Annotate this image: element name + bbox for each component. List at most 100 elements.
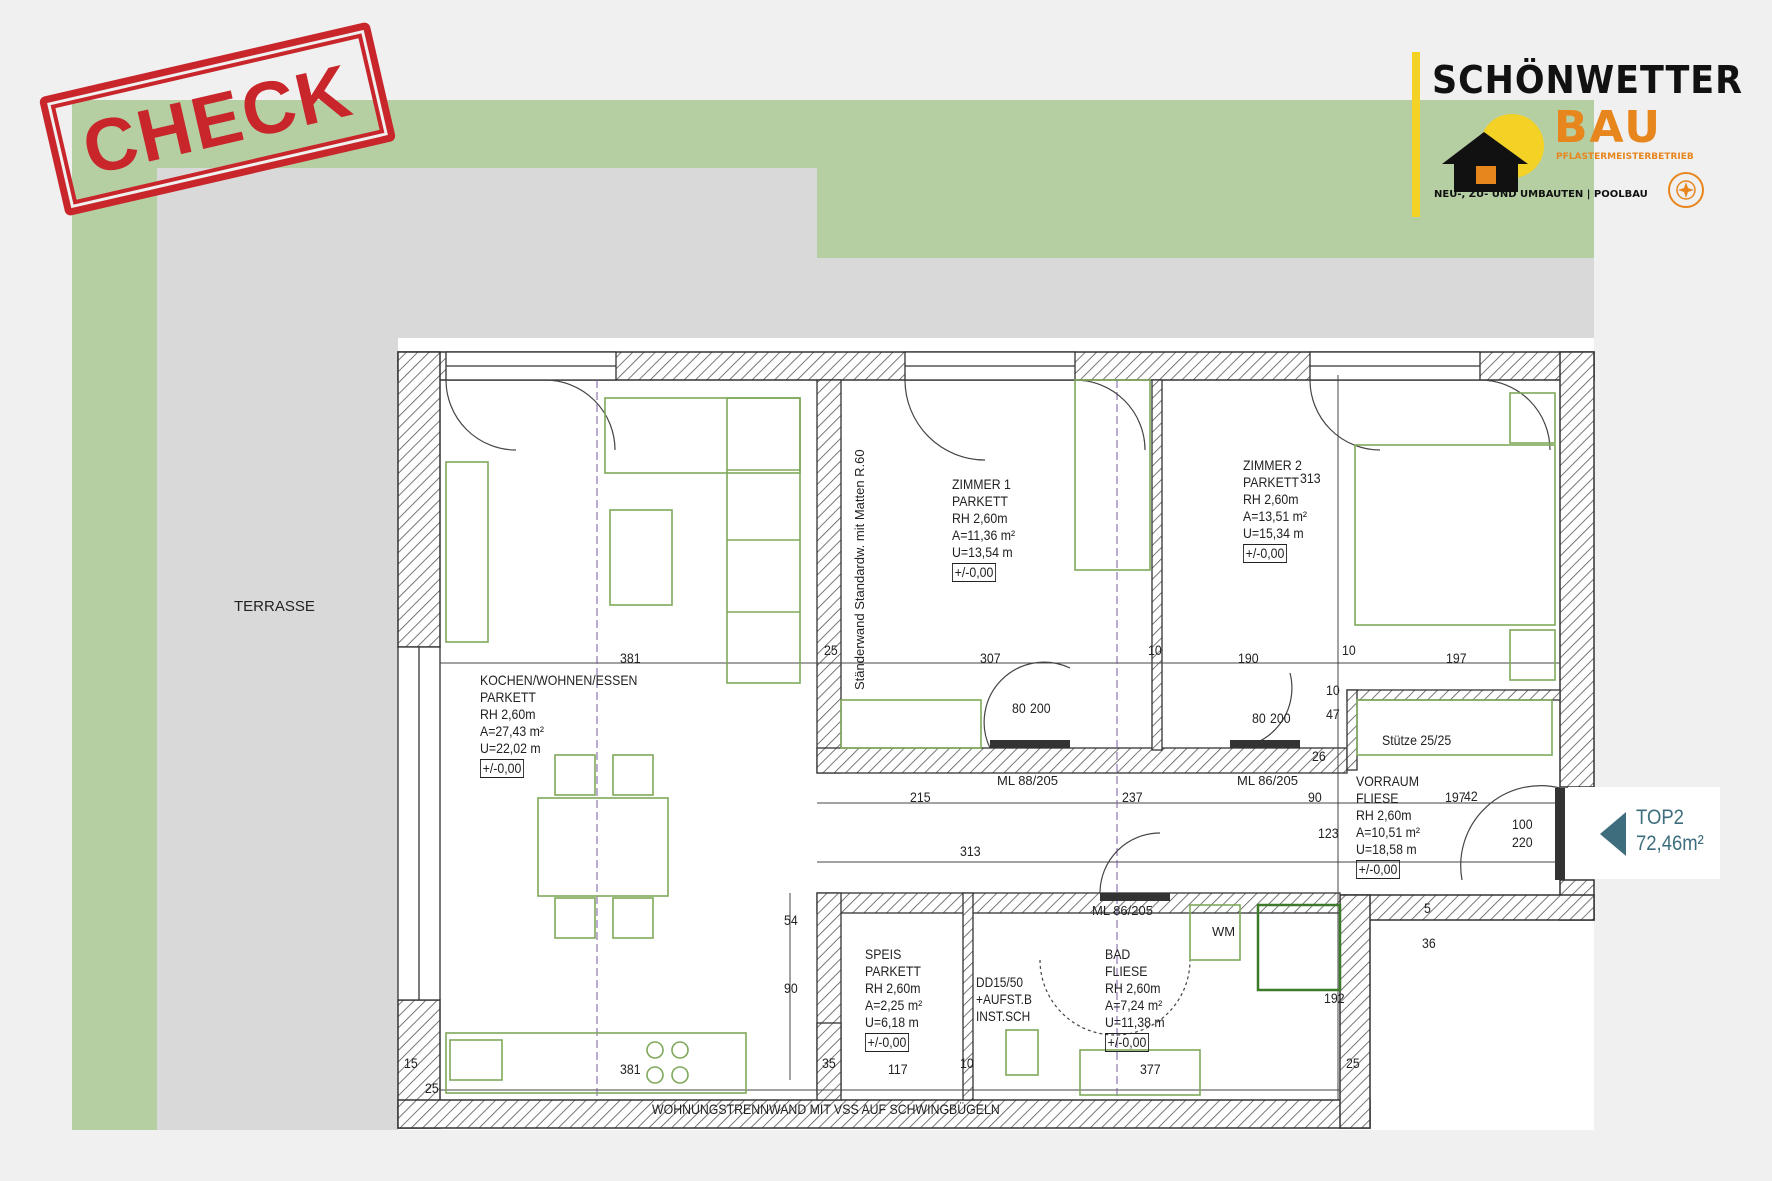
dimension-label: 25 — [1346, 1055, 1360, 1071]
terrace-label: TERRASSE — [234, 598, 315, 615]
house-sun-icon — [1434, 104, 1544, 194]
wall-note: WOHNUNGSTRENNWAND MIT VSS AUF SCHWINGBÜG… — [652, 1101, 1000, 1117]
dimension-label: 197 — [1445, 789, 1466, 805]
room-level: +/-0,00 — [480, 759, 524, 778]
dimension-label: 90 — [784, 980, 798, 996]
dimension-label: 25 — [425, 1080, 439, 1096]
room-line: A=10,51 m² — [1356, 824, 1421, 840]
dimension-label: 313 — [960, 843, 981, 859]
column-note: Stütze 25/25 — [1382, 732, 1452, 748]
room-line: RH 2,60m — [865, 980, 921, 996]
dimension-label: 100 — [1512, 816, 1533, 832]
furniture — [445, 379, 1556, 1096]
meister-seal-icon — [1666, 170, 1706, 210]
bath-extra-line: INST.SCH — [976, 1008, 1031, 1024]
dimension-label: 26 — [1312, 748, 1326, 764]
room-line: RH 2,60m — [1105, 980, 1161, 996]
dimension-label: 90 — [1308, 789, 1322, 805]
logo-tagline: NEU-, ZU- UND UMBAUTEN | POOLBAU — [1434, 189, 1648, 200]
dimension-label: 377 — [1140, 1061, 1161, 1077]
room-line: U=18,58 m — [1356, 841, 1417, 857]
room-line: PARKETT — [1243, 474, 1299, 490]
dimension-label: 200 — [1270, 710, 1291, 726]
room-line: FLIESE — [1356, 790, 1399, 806]
door-frames — [990, 740, 1565, 901]
logo-bau: BAU — [1554, 102, 1662, 153]
dimension-label: 197 — [1446, 650, 1467, 666]
room-line: BAD — [1105, 946, 1131, 962]
room-line: A=13,51 m² — [1243, 508, 1308, 524]
room-line: KOCHEN/WOHNEN/ESSEN — [480, 672, 638, 688]
bath-extra-line: DD15/50 — [976, 974, 1023, 990]
unit-badge — [1568, 787, 1720, 879]
room-line: PARKETT — [865, 963, 921, 979]
garden-area — [72, 100, 1594, 1130]
dimension-label: 25 — [824, 642, 838, 658]
inner-walls — [816, 379, 1561, 1101]
room-line: RH 2,60m — [480, 706, 536, 722]
room-line: U=22,02 m — [480, 740, 541, 756]
dimension-label: 10 — [1342, 642, 1356, 658]
door-label: ML 86/205 — [1092, 903, 1153, 918]
company-logo: SCHÖNWETTER BAU PFLASTERMEISTERBETRIEB N… — [1408, 52, 1742, 217]
logo-divider — [1412, 52, 1420, 217]
door-label: ML 86/205 — [1237, 773, 1298, 788]
room-line: A=7,24 m² — [1105, 997, 1163, 1013]
room-line: RH 2,60m — [1356, 807, 1412, 823]
dimension-label: 80 — [1012, 700, 1026, 716]
room-line: U=15,34 m — [1243, 525, 1304, 541]
room-line: RH 2,60m — [1243, 491, 1299, 507]
dimension-label: 192 — [1324, 990, 1345, 1006]
dimension-label: 80 — [1252, 710, 1266, 726]
room-line: U=6,18 m — [865, 1014, 919, 1030]
dimension-label: 36 — [1422, 935, 1436, 951]
door-label: ML 88/205 — [997, 773, 1058, 788]
dimension-label: 381 — [620, 1061, 641, 1077]
dimension-label: 15 — [404, 1055, 418, 1071]
room-level: +/-0,00 — [865, 1033, 909, 1052]
washer-label: WM — [1212, 924, 1236, 939]
room-line: SPEIS — [865, 946, 902, 962]
bath-extra-line: +AUFST.B — [976, 991, 1032, 1007]
room-line: VORRAUM — [1356, 773, 1419, 789]
dimension-label: 237 — [1122, 789, 1143, 805]
dimension-label: 10 — [960, 1055, 974, 1071]
windows — [397, 351, 1481, 1001]
room-line: PARKETT — [952, 493, 1008, 509]
room-level: +/-0,00 — [1105, 1033, 1149, 1052]
room-line: A=27,43 m² — [480, 723, 545, 739]
dimension-label: 200 — [1030, 700, 1051, 716]
dimension-label: 215 — [910, 789, 931, 805]
dimension-lines — [440, 375, 1560, 1100]
room-line: A=11,36 m² — [952, 527, 1016, 543]
unit-arrow-icon — [1600, 812, 1626, 856]
room-line: ZIMMER 2 — [1243, 457, 1302, 473]
dimension-label: 381 — [620, 650, 641, 666]
room-line: A=2,25 m² — [865, 997, 923, 1013]
dimension-label: 313 — [1300, 470, 1321, 486]
room-line: RH 2,60m — [952, 510, 1008, 526]
dimension-label: 42 — [1464, 788, 1478, 804]
logo-company-name: SCHÖNWETTER — [1432, 58, 1743, 102]
room-line: PARKETT — [480, 689, 536, 705]
dimension-label: 10 — [1326, 682, 1340, 698]
room-line: U=13,54 m — [952, 544, 1013, 560]
room-line: FLIESE — [1105, 963, 1148, 979]
dimension-label: 307 — [980, 650, 1001, 666]
room-level: +/-0,00 — [1243, 544, 1287, 563]
bath-extra: DD15/50 +AUFST.B INST.SCH — [976, 974, 1032, 1025]
dimension-label: 35 — [822, 1055, 836, 1071]
unit-label: TOP2 — [1636, 806, 1684, 829]
dimension-label: 117 — [888, 1061, 908, 1077]
logo-subline: PFLASTERMEISTERBETRIEB — [1556, 152, 1694, 162]
room-level: +/-0,00 — [952, 563, 996, 582]
partition-note: Ständerwand Standardw. mit Matten R.60 — [852, 449, 867, 690]
unit-area: 72,46m² — [1636, 832, 1704, 855]
